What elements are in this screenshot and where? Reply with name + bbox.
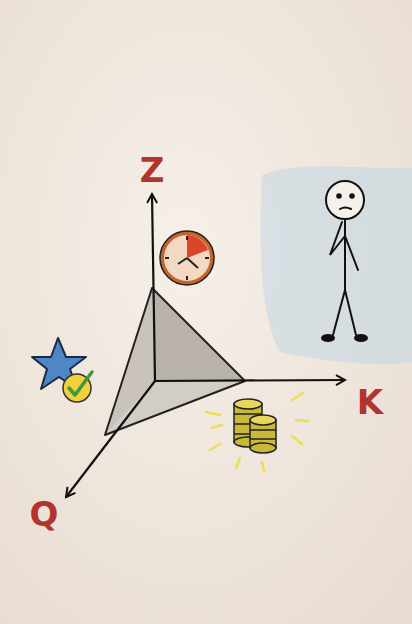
z-axis <box>152 194 155 381</box>
axis-label: K <box>357 385 383 419</box>
axis-label: Z <box>140 153 165 187</box>
k-axis <box>155 380 345 381</box>
blue-wash <box>261 167 412 365</box>
clock-icon <box>160 231 214 285</box>
star-check-icon <box>32 338 92 402</box>
thinking-figure <box>322 181 367 341</box>
axis-label: Q <box>30 497 59 531</box>
triangle-outline <box>105 288 245 435</box>
coins-icon <box>206 393 308 472</box>
